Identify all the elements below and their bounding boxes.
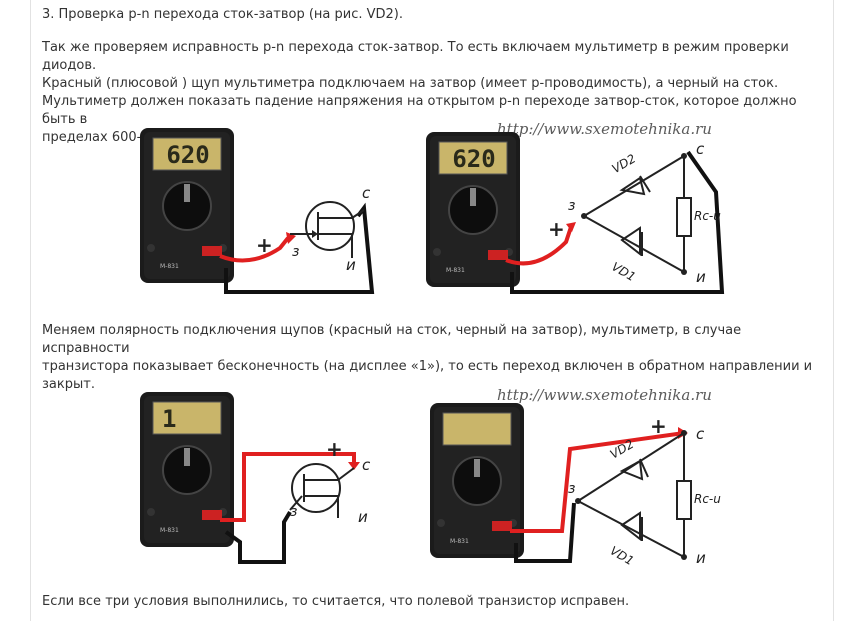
svg-text:VD2: VD2 — [609, 151, 638, 176]
svg-text:M-831: M-831 — [446, 267, 465, 274]
svg-text:M-831: M-831 — [160, 263, 179, 270]
figure-top-left: 620 M-831 + з с и — [140, 128, 375, 294]
fet-symbol — [305, 201, 355, 251]
paragraph-1: Так же проверяем исправность p-n переход… — [42, 39, 832, 147]
lcd-value: 620 — [166, 141, 209, 169]
lcd-value: 620 — [452, 145, 495, 173]
svg-text:с: с — [362, 184, 371, 202]
paragraph-1-line: Мультиметр должен показать падение напря… — [42, 94, 797, 127]
rotary-dial — [448, 185, 498, 235]
section-heading: 3. Проверка p-n перехода сток-затвор (на… — [42, 7, 404, 22]
svg-text:+: + — [650, 414, 667, 438]
content-frame — [30, 0, 834, 621]
svg-text:з: з — [568, 481, 575, 497]
svg-text:з: з — [290, 504, 297, 520]
svg-text:и: и — [358, 508, 368, 526]
svg-text:+: + — [256, 233, 273, 257]
svg-text:Rc-u: Rc-u — [694, 492, 721, 506]
watermark-top: http://www.sxemotehnika.ru — [497, 120, 712, 138]
svg-text:с: с — [696, 140, 705, 158]
svg-text:и: и — [696, 268, 706, 286]
svg-text:с: с — [696, 425, 705, 443]
svg-text:и: и — [696, 549, 706, 567]
paragraph-2-line: Меняем полярность подключения щупов (кра… — [42, 323, 742, 356]
svg-text:M-831: M-831 — [450, 538, 469, 545]
svg-text:с: с — [362, 456, 371, 474]
paragraph-1-line: Так же проверяем исправность p-n переход… — [42, 40, 789, 73]
figure-bottom-left: 1 M-831 + з с и — [140, 392, 371, 564]
paragraph-3: Если все три условия выполнились, то счи… — [42, 594, 630, 609]
lcd-value: 1 — [162, 405, 176, 433]
svg-text:з: з — [568, 198, 575, 214]
rotary-dial — [452, 456, 502, 506]
lcd-display — [152, 137, 222, 171]
fet-symbol — [291, 463, 341, 513]
svg-text:VD1: VD1 — [609, 259, 638, 284]
paragraph-2-line: закрыт. — [42, 377, 95, 392]
figure-bottom-right: M-831 VD2 VD1 Rc-u + з с и — [430, 403, 721, 568]
rotary-dial — [162, 181, 212, 231]
svg-text:M-831: M-831 — [160, 527, 179, 534]
lcd-display — [442, 412, 512, 446]
svg-text:и: и — [346, 256, 356, 274]
paragraph-1-line: Красный (плюсовой ) щуп мультиметра подк… — [42, 76, 779, 91]
svg-text:VD1: VD1 — [608, 543, 637, 568]
paragraph-2: Меняем полярность подключения щупов (кра… — [42, 322, 832, 394]
svg-text:+: + — [548, 217, 565, 241]
lcd-display — [152, 401, 222, 435]
paragraph-2-line: транзистора показывает бесконечность (на… — [42, 359, 813, 374]
svg-text:+: + — [326, 437, 343, 461]
lcd-display — [438, 141, 508, 175]
rotary-dial — [162, 445, 212, 495]
svg-text:Rc-u: Rc-u — [694, 209, 721, 223]
figure-top-right: 620 M-831 VD2 VD1 Rc-u + з с и — [426, 132, 725, 294]
svg-text:з: з — [292, 244, 299, 260]
watermark-bottom: http://www.sxemotehnika.ru — [497, 386, 712, 404]
